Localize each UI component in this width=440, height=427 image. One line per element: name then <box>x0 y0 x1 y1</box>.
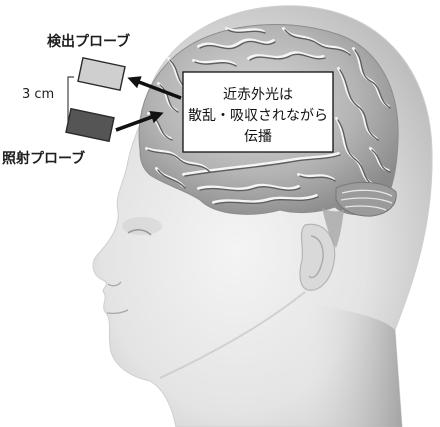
distance-label: 3 cm <box>22 87 54 102</box>
detection-probe-body <box>78 58 125 90</box>
callout-line-2: 散乱・吸収されながら <box>188 108 328 124</box>
irradiation-probe-label: 照射プローブ <box>2 150 85 167</box>
callout-box: 近赤外光は 散乱・吸収されながら 伝播 <box>183 72 333 152</box>
callout-line-1: 近赤外光は <box>223 87 293 103</box>
detection-probe-label: 検出プローブ <box>47 33 130 50</box>
detection-probe: 検出プローブ <box>47 33 130 90</box>
irradiation-probe-body <box>66 109 114 142</box>
callout-line-3: 伝播 <box>244 129 272 145</box>
distance-bracket: 3 cm <box>22 77 74 121</box>
irradiation-probe: 照射プローブ <box>2 109 114 167</box>
